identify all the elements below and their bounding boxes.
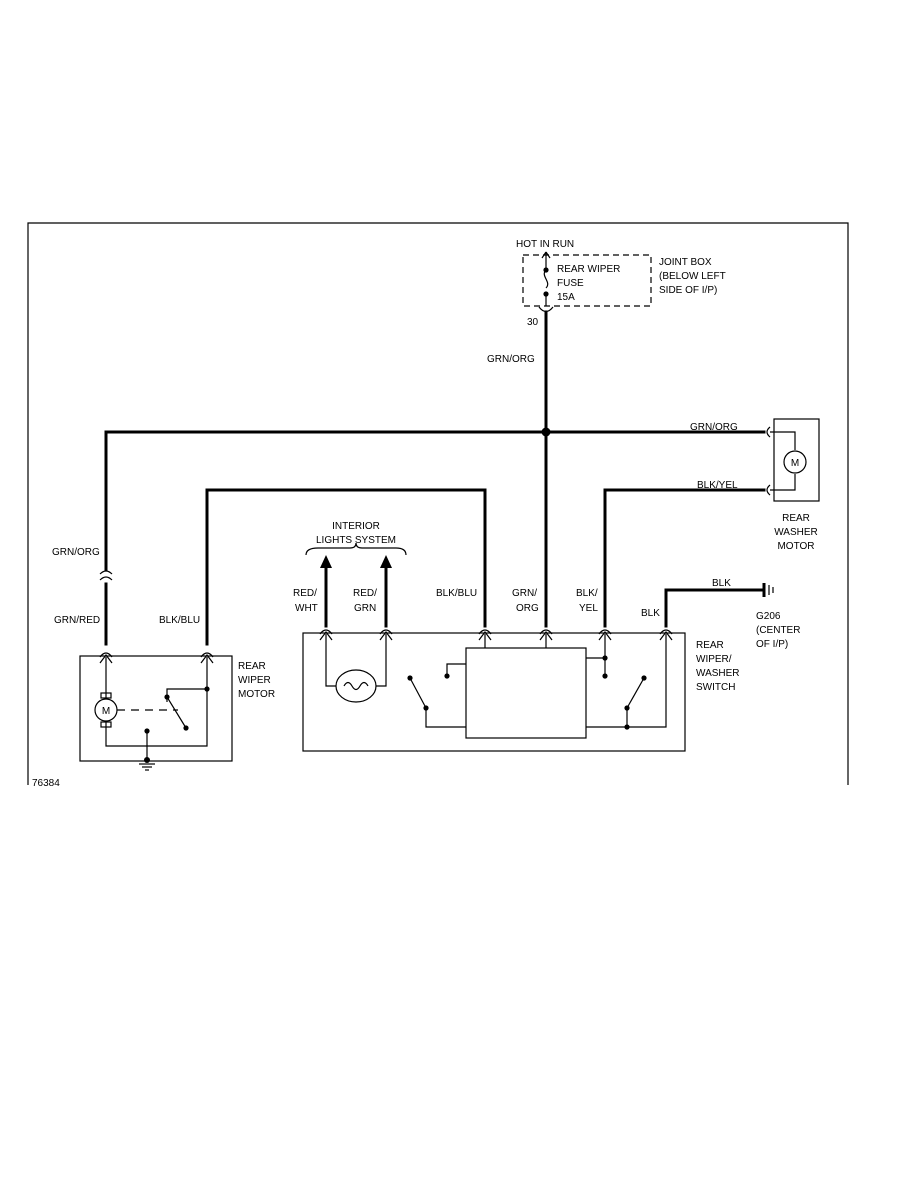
ground-label-line1: G206 — [756, 611, 781, 622]
switch-label-line2: WIPER/ — [696, 654, 732, 665]
washer-motor-label-line3: MOTOR — [777, 541, 814, 552]
washer-motor-label-line1: REAR — [782, 513, 810, 524]
wiper-motor-box — [79, 655, 233, 762]
wire-label-grn-org-left: GRN/ORG — [52, 547, 100, 558]
washer-motor-wiring — [770, 431, 796, 491]
wire-label-blk-yel-switch-line1: BLK/ — [576, 588, 598, 599]
washer-motor-label-line2: WASHER — [774, 527, 818, 538]
interior-lights-label-line2: LIGHTS SYSTEM — [316, 535, 396, 546]
switch-contact-right — [626, 677, 645, 709]
inline-connector — [99, 570, 113, 581]
wire-label-blk-yel-switch-line2: YEL — [579, 603, 598, 614]
switch-box — [302, 632, 686, 752]
wiper-motor-label-line3: MOTOR — [238, 689, 275, 700]
switch-module — [465, 647, 587, 739]
switch-module-wiring — [446, 634, 667, 728]
interior-lights-brace — [305, 542, 407, 556]
hot-in-run-label: HOT IN RUN — [516, 239, 574, 250]
splice-node — [541, 427, 551, 437]
wire-blk-ground — [664, 588, 765, 628]
wire-label-blk-blu-switch: BLK/BLU — [436, 588, 477, 599]
wire-label-red-grn-line2: GRN — [354, 603, 376, 614]
wire-label-blk-ground: BLK — [712, 578, 731, 589]
figure-id: 76384 — [32, 778, 60, 789]
fuse-label-line3: 15A — [557, 292, 575, 303]
wiper-motor-label-line2: WIPER — [238, 675, 271, 686]
wiper-park-switch — [166, 688, 207, 729]
fuse-symbol — [538, 251, 554, 313]
switch-lamp-wiring — [325, 634, 387, 687]
circuit-number: 30 — [527, 317, 539, 328]
wire-label-red-wht-line2: WHT — [295, 603, 318, 614]
washer-motor-box — [773, 418, 820, 502]
switch-contact-left — [409, 677, 466, 728]
wire-label-grn-red: GRN/RED — [54, 615, 100, 626]
ground-label-line3: OF I/P) — [756, 639, 788, 650]
wiper-ground-symbol — [139, 763, 155, 771]
washer-motor-m: M — [791, 458, 799, 469]
wire-label-grn-org-switch-line2: ORG — [516, 603, 539, 614]
wire-label-blk-switch: BLK — [641, 608, 660, 619]
wire-label-blk-blu-left: BLK/BLU — [159, 615, 200, 626]
wire-label-blk-yel: BLK/YEL — [697, 480, 738, 491]
wire-label-grn-org-washer: GRN/ORG — [690, 422, 738, 433]
fuse-label-line1: REAR WIPER — [557, 264, 620, 275]
arrow-red-wht — [320, 555, 332, 568]
wire-label-red-wht-line1: RED/ — [293, 588, 317, 599]
switch-label-line4: SWITCH — [696, 682, 735, 693]
interior-lights-label-line1: INTERIOR — [332, 521, 380, 532]
wiper-motor-label-line1: REAR — [238, 661, 266, 672]
switch-lamp-icon — [335, 669, 377, 703]
ground-label-line2: (CENTER — [756, 625, 800, 636]
arrow-red-grn — [380, 555, 392, 568]
wire-blk-yel — [603, 488, 766, 628]
joint-box — [522, 254, 652, 307]
fuse-label-line2: FUSE — [557, 278, 584, 289]
joint-box-label-line3: SIDE OF I/P) — [659, 285, 717, 296]
washer-motor-symbol — [783, 450, 807, 474]
wiper-motor-wiring — [105, 657, 208, 747]
wire-label-grn-org-switch-line1: GRN/ — [512, 588, 537, 599]
switch-label-line1: REAR — [696, 640, 724, 651]
wire-label-red-grn-line1: RED/ — [353, 588, 377, 599]
wiper-motor-m: M — [102, 706, 110, 717]
ground-symbol-g206 — [762, 583, 774, 597]
joint-box-label-line2: (BELOW LEFT — [659, 271, 726, 282]
wire-blk-blu — [205, 488, 487, 646]
switch-connectors — [319, 629, 673, 641]
wiper-motor-connectors — [99, 652, 214, 664]
wire-label-grn-org: GRN/ORG — [487, 354, 535, 365]
diagram-frame — [27, 222, 849, 785]
joint-box-label-line1: JOINT BOX — [659, 257, 712, 268]
switch-label-line3: WASHER — [696, 668, 740, 679]
